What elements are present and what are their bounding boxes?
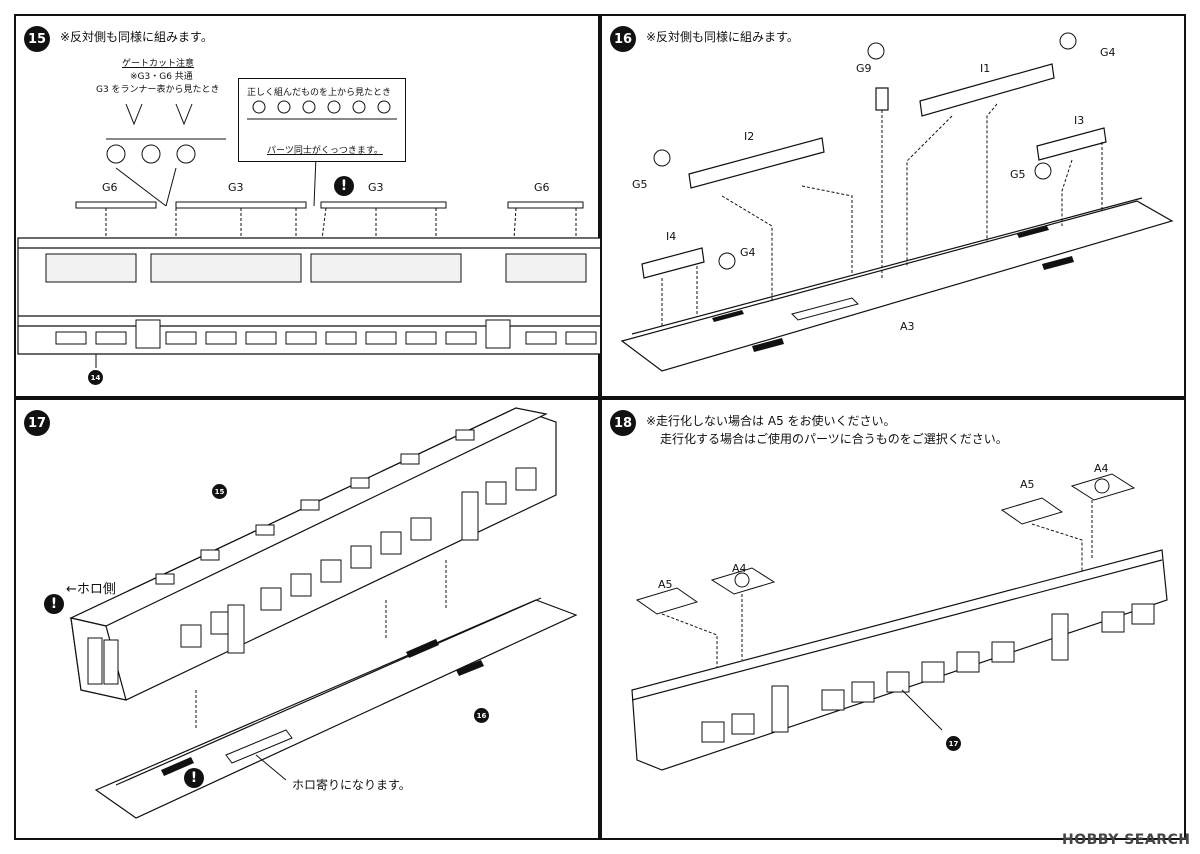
step-16-drawing: [620, 32, 1174, 372]
step-number-18: 18: [610, 410, 636, 436]
ref-step-15: 15: [212, 484, 227, 499]
label-a4-upper: A4: [1094, 462, 1109, 475]
label-g9: G9: [856, 62, 872, 75]
gate-cut-line1: ※G3・G6 共通: [130, 72, 193, 82]
label-g4-top: G4: [1100, 46, 1116, 59]
horo-side-label: ←ホロ側: [66, 582, 116, 597]
step-15-drawing: [17, 155, 602, 368]
label-a5-upper: A5: [1020, 478, 1035, 491]
step-18-panel: 18 ※走行化しない場合は A5 をお使いください。 走行化する場合はご使用のパ…: [600, 398, 1186, 840]
step-17-panel: 17 ! ←ホロ側 15 16 ! ホロ寄りになります。: [14, 398, 600, 840]
label-g5-right: G5: [1010, 168, 1026, 181]
gate-cut-diagram: [106, 103, 226, 164]
step-18-drawing: [631, 473, 1168, 771]
step-number-15: 15: [24, 26, 50, 52]
label-a3: A3: [900, 320, 915, 333]
label-a4-lower: A4: [732, 562, 747, 575]
gate-cut-line2: G3 をランナー表から見たとき: [96, 85, 220, 95]
watermark: HOBBY SEARCH: [1062, 832, 1191, 848]
label-g6-left: G6: [102, 181, 118, 194]
ref-step-16: 16: [474, 708, 489, 723]
gate-cut-title: ゲートカット注意: [122, 59, 195, 69]
step-17-drawing: [69, 407, 578, 819]
correct-view-box: 正しく組んだものを上から見たとき パーツ同士がくっつきます。: [238, 78, 406, 162]
step-18-note-1: ※走行化しない場合は A5 をお使いください。: [646, 414, 896, 428]
horo-note: ホロ寄りになります。: [292, 778, 411, 792]
label-i2: I2: [744, 130, 755, 143]
label-g3-left: G3: [228, 181, 244, 194]
correct-view-line1: 正しく組んだものを上から見たとき: [247, 88, 392, 98]
label-i3: I3: [1074, 114, 1085, 127]
correct-view-line2: パーツ同士がくっつきます。: [267, 146, 383, 156]
label-g3-right: G3: [368, 181, 384, 194]
step-16-note: ※反対側も同様に組みます。: [646, 30, 799, 44]
correct-view-diagram: [247, 100, 397, 120]
step-15-panel: 15 ※反対側も同様に組みます。 ゲートカット注意 ※G3・G6 共通 G3 を…: [14, 14, 602, 398]
label-i1: I1: [980, 62, 991, 75]
label-g6-right: G6: [534, 181, 550, 194]
step-number-16: 16: [610, 26, 636, 52]
label-g5-left: G5: [632, 178, 648, 191]
warning-icon: !: [334, 176, 354, 196]
label-a5-lower: A5: [658, 578, 673, 591]
gate-cut-box: ゲートカット注意 ※G3・G6 共通 G3 をランナー表から見たとき: [86, 54, 246, 169]
horo-warning-icon: !: [44, 594, 64, 614]
horo-position-warning-icon: !: [184, 768, 204, 788]
step-15-note: ※反対側も同様に組みます。: [60, 30, 213, 44]
ref-step-14: 14: [88, 370, 103, 385]
step-18-note-2: 走行化する場合はご使用のパーツに合うものをご選択ください。: [660, 432, 1008, 446]
step-number-17: 17: [24, 410, 50, 436]
ref-step-17: 17: [946, 736, 961, 751]
step-16-panel: 16 ※反対側も同様に組みます。 G9 I1 G4 I2 I3 G5 G5 I4…: [600, 14, 1186, 398]
label-g4-bottom: G4: [740, 246, 756, 259]
label-i4: I4: [666, 230, 677, 243]
